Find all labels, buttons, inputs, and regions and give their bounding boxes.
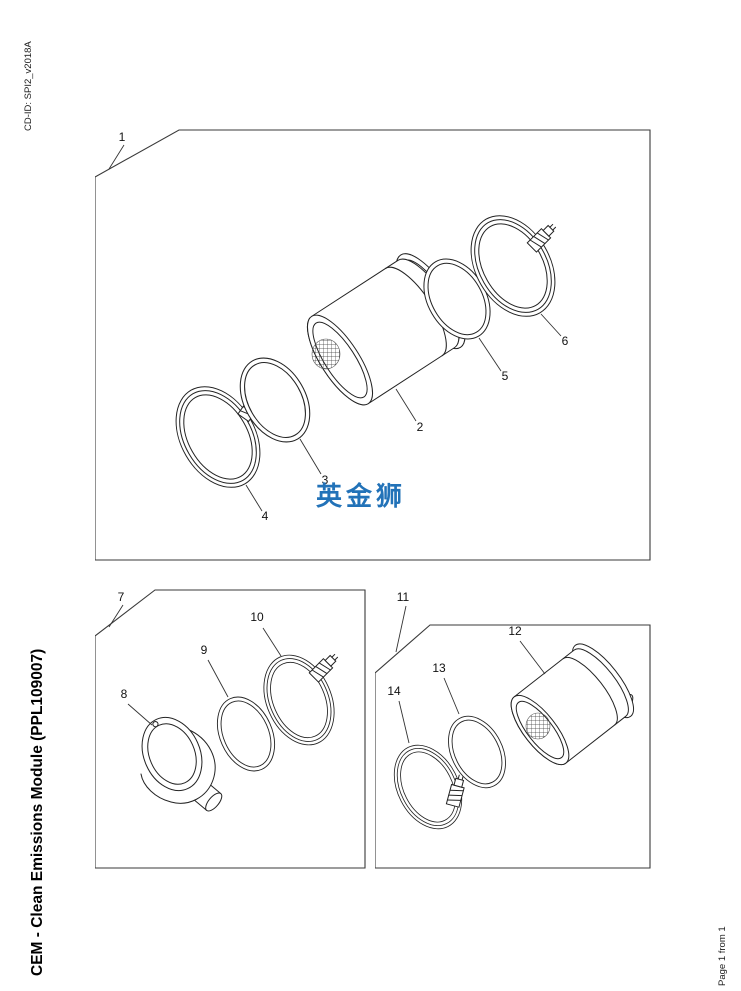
callout-panel-label: 7	[118, 590, 125, 604]
callout-gasket: 9	[201, 643, 208, 657]
cd-id-label: CD-ID: SPI2_v2018A	[23, 41, 34, 131]
leader-13	[443, 677, 460, 715]
document-title: CEM - Clean Emissions Module (PPL109007)	[29, 648, 46, 976]
callout-filter: 12	[508, 624, 522, 638]
leader-11	[395, 605, 407, 653]
elbow-flange-inner	[147, 723, 197, 785]
callout-panel-label: 11	[397, 590, 410, 604]
leader-10	[262, 627, 282, 657]
canister-substrate-mesh	[311, 338, 341, 370]
panel-border	[95, 129, 651, 561]
filter-front-inner	[515, 700, 565, 760]
panel-outlet-filter: 11 12 13 14	[375, 590, 651, 869]
callout-clamp: 14	[387, 684, 401, 698]
filter-substrate-mesh	[525, 712, 551, 740]
leader-6	[540, 313, 562, 337]
callout-panel-label: 1	[119, 130, 126, 144]
elbow-spout-opening	[205, 792, 223, 812]
callout-clamp-right: 6	[562, 334, 569, 348]
leader-1	[108, 144, 125, 170]
leader-3	[299, 438, 322, 475]
callout-gasket-left: 3	[322, 473, 329, 487]
leader-5	[478, 337, 502, 372]
callout-clamp: 10	[250, 610, 264, 624]
filter-collar	[562, 656, 618, 726]
watermark-text: 英金狮	[316, 481, 407, 511]
leader-8	[127, 703, 153, 726]
part-inlet-elbow-body	[140, 716, 223, 812]
panel-main-module: 1 2 3 4 5 6	[95, 129, 651, 561]
page-number: Page 1 from 1	[717, 926, 728, 986]
panel-border	[95, 589, 366, 869]
leader-12	[519, 640, 546, 675]
leader-7	[108, 604, 124, 628]
canister-front-rim	[307, 314, 373, 406]
leader-4	[245, 484, 263, 512]
panel-inlet-elbow: 7 8 9 10	[95, 589, 366, 869]
callout-gasket: 13	[432, 661, 446, 675]
callout-clamp-left: 4	[262, 509, 269, 523]
callout-gasket-right: 5	[502, 369, 509, 383]
panel-border	[375, 624, 651, 869]
callout-elbow: 8	[121, 687, 128, 701]
leader-2	[395, 388, 417, 422]
elbow-flange-hole	[152, 721, 159, 728]
part-outlet-filter-canister	[510, 643, 634, 766]
callout-canister: 2	[417, 420, 424, 434]
leader-9	[207, 659, 229, 698]
part-canister	[307, 253, 466, 406]
leader-14	[398, 700, 410, 744]
